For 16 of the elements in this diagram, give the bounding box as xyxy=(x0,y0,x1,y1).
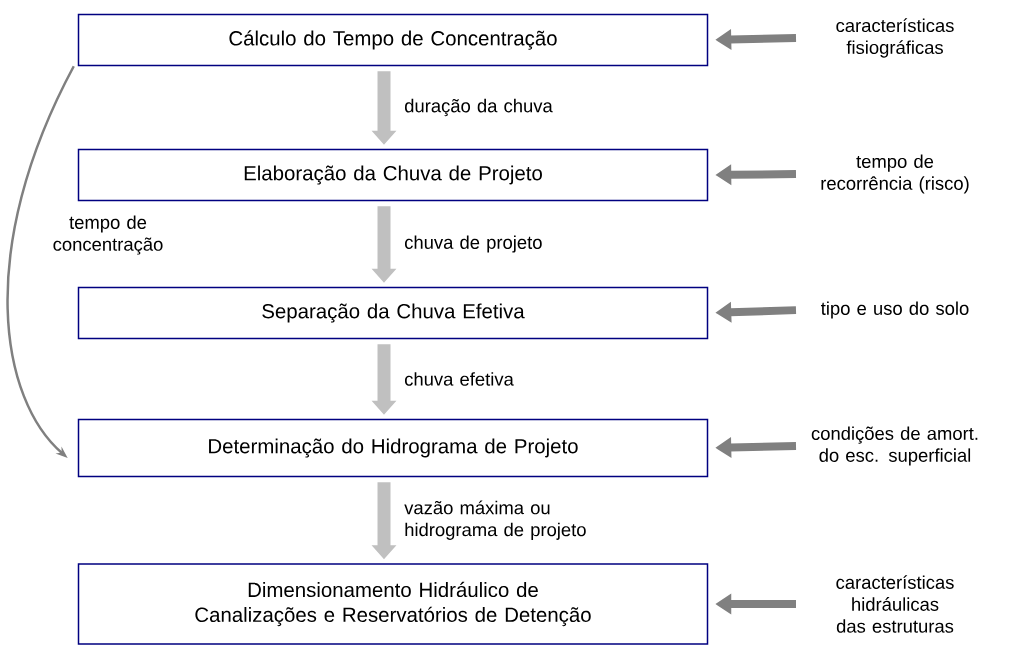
edge-label: tempo de concentração xyxy=(53,215,163,255)
input-text: tipo e uso do solo xyxy=(821,301,969,319)
process-box: Elaboração da Chuva de Projeto xyxy=(77,148,709,202)
input-text: características hidráulicas das estruturas xyxy=(836,575,954,633)
process-box: Cálculo do Tempo de Concentração xyxy=(77,13,709,67)
input-text: condições de amort. do esc. superficial xyxy=(811,426,978,466)
curved-arrow xyxy=(6,65,75,458)
input-text: características fisiográficas xyxy=(836,18,954,58)
edge-label: chuva de projeto xyxy=(405,235,542,253)
edge-label: duração da chuva xyxy=(405,98,553,117)
process-box: Determinação do Hidrograma de Projeto xyxy=(77,418,709,478)
process-box: Dimensionamento Hidráulico de Canalizações e Reservatórios de Detenção xyxy=(77,563,709,645)
input-text: tempo de recorrência (risco) xyxy=(821,154,969,194)
edge-label: vazão máxima ou hidrograma de projeto xyxy=(404,500,586,540)
process-box: Separação da Chuva Efetiva xyxy=(77,286,709,340)
edge-label: chuva efetiva xyxy=(405,372,514,386)
